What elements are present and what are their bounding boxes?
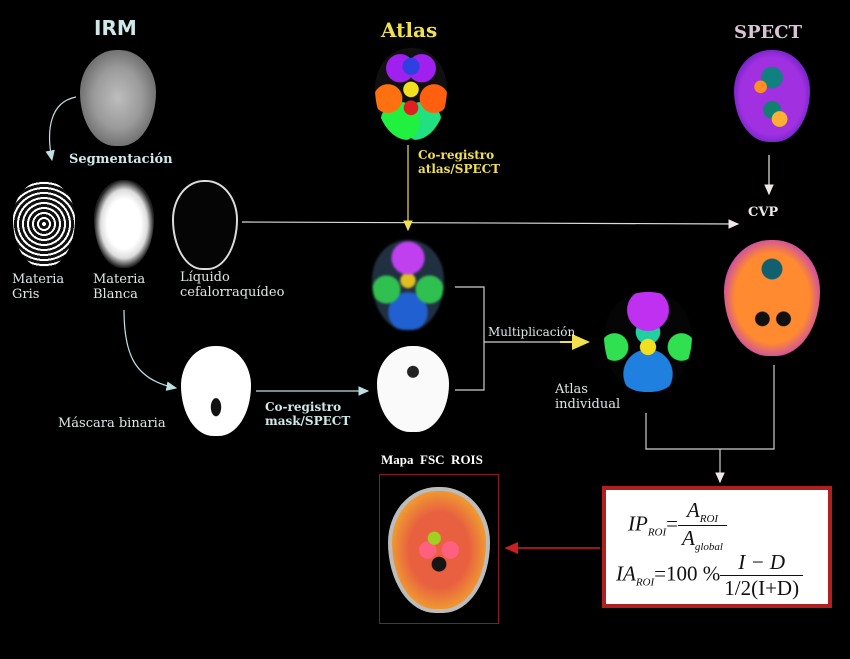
materia-blanca-line2: Blanca: [93, 287, 138, 302]
ia-factor: =100 %: [654, 561, 721, 586]
mascara-binaria-image: [181, 346, 251, 436]
mapa-fsc-title: Mapa FSC ROIS: [381, 452, 483, 467]
coregistro-atlas-line2: atlas/SPECT: [418, 162, 501, 176]
cvp-label: CVP: [748, 205, 779, 220]
liquido-image: [172, 180, 238, 270]
atlas-individual-image: [604, 292, 692, 392]
coregistro-atlas-line1: Co-registro: [418, 148, 495, 162]
atlas-individual-line1: Atlas: [555, 382, 588, 397]
materia-blanca-line1: Materia: [93, 272, 146, 287]
spect-brain-image: [734, 50, 810, 142]
materia-blanca-label: Materia Blanca: [93, 272, 145, 302]
irm-title: IRM: [94, 16, 137, 40]
materia-blanca-image: [94, 180, 154, 268]
coregistro-atlas-label: Co-registro atlas/SPECT: [418, 148, 500, 176]
bracket-to-formula: [645, 365, 775, 482]
coregistro-mask-label: Co-registro mask/SPECT: [265, 400, 350, 428]
ia-lhs: IA: [616, 561, 636, 586]
coregistro-mask-line1: Co-registro: [265, 400, 342, 414]
coregistro-mask-line2: mask/SPECT: [265, 414, 351, 428]
ip-num-sub: ROI: [699, 513, 719, 526]
materia-gris-image: [13, 181, 75, 267]
segmentacion-label: Segmentación: [69, 152, 173, 167]
liquido-line2: cefalorraquídeo: [180, 285, 285, 300]
ip-lhs: IP: [628, 511, 648, 536]
ip-num: A: [686, 498, 700, 522]
atlas-individual-label: Atlas individual: [555, 382, 620, 412]
arrow-irm-to-segmentation: [45, 96, 77, 162]
atlas-coregistered-image: [372, 240, 444, 330]
atlas-title: Atlas: [381, 18, 438, 42]
mapa-fsc-image: [388, 487, 490, 613]
ia-num: I − D: [720, 550, 804, 576]
multiplicacion-label: Multiplicación: [488, 325, 576, 339]
ia-lhs-sub: ROI: [635, 576, 655, 589]
materia-gris-label: Materia Gris: [12, 272, 64, 302]
ia-den: 1/2(I+D): [724, 576, 800, 600]
liquido-line1: Líquido: [180, 270, 230, 285]
atlas-individual-line2: individual: [555, 397, 621, 412]
spect-title: SPECT: [734, 22, 802, 43]
atlas-brain-image: [375, 48, 447, 140]
liquido-label: Líquido cefalorraquídeo: [180, 270, 284, 300]
ip-den: A: [682, 526, 695, 551]
mapa-fsc-frame: [379, 474, 499, 624]
cvp-brain-image: [724, 240, 820, 356]
ip-den-sub: global: [694, 541, 723, 554]
materia-gris-line2: Gris: [12, 287, 40, 302]
irm-brain-image: [80, 50, 156, 146]
mascara-binaria-label: Máscara binaria: [58, 416, 166, 431]
ip-lhs-sub: ROI: [647, 526, 667, 539]
arrow-csf-to-cvp: [241, 219, 740, 229]
arrow-blanca-to-mask: [123, 309, 178, 391]
materia-gris-line1: Materia: [12, 272, 65, 287]
mask-coregistered-image: [377, 346, 449, 432]
